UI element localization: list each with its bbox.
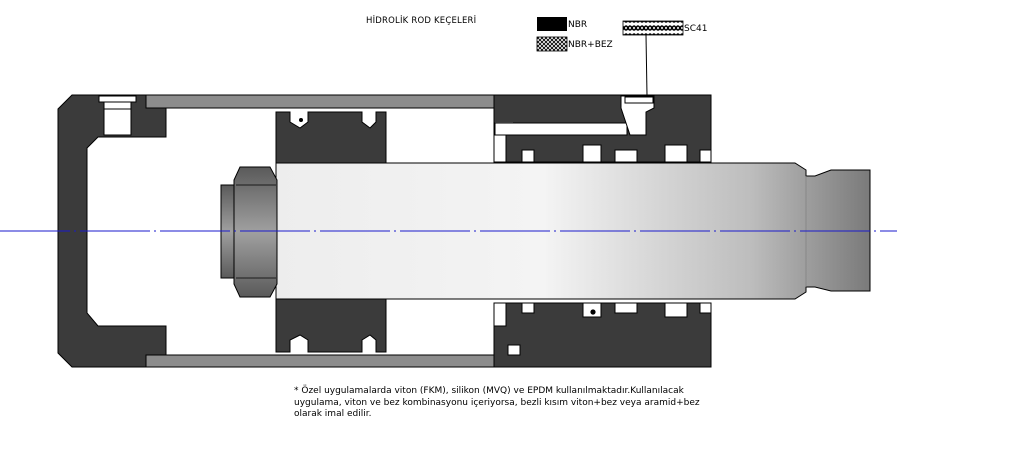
legend-nbr-label: NBR [568,20,588,30]
legend-nbrbez-swatch [536,36,568,52]
gland-bottom [493,302,712,368]
diagram-title: HİDROLİK ROD KEÇELERİ [366,16,477,26]
tube-wall-top [145,94,549,109]
footnote: * Özel uygulamalarda viton (FKM), siliko… [294,386,700,419]
end-cap [57,94,167,368]
rod-nut [233,166,278,298]
tube-wall-bottom [145,354,549,368]
piston-bottom [275,286,387,353]
legend-nbrbez-label: NBR+BEZ [568,40,613,50]
legend-nbr-swatch [537,17,567,31]
piston-top [275,111,387,177]
legend-sc41-swatch [622,20,684,36]
legend-sc41-label: SC41 [684,24,708,34]
